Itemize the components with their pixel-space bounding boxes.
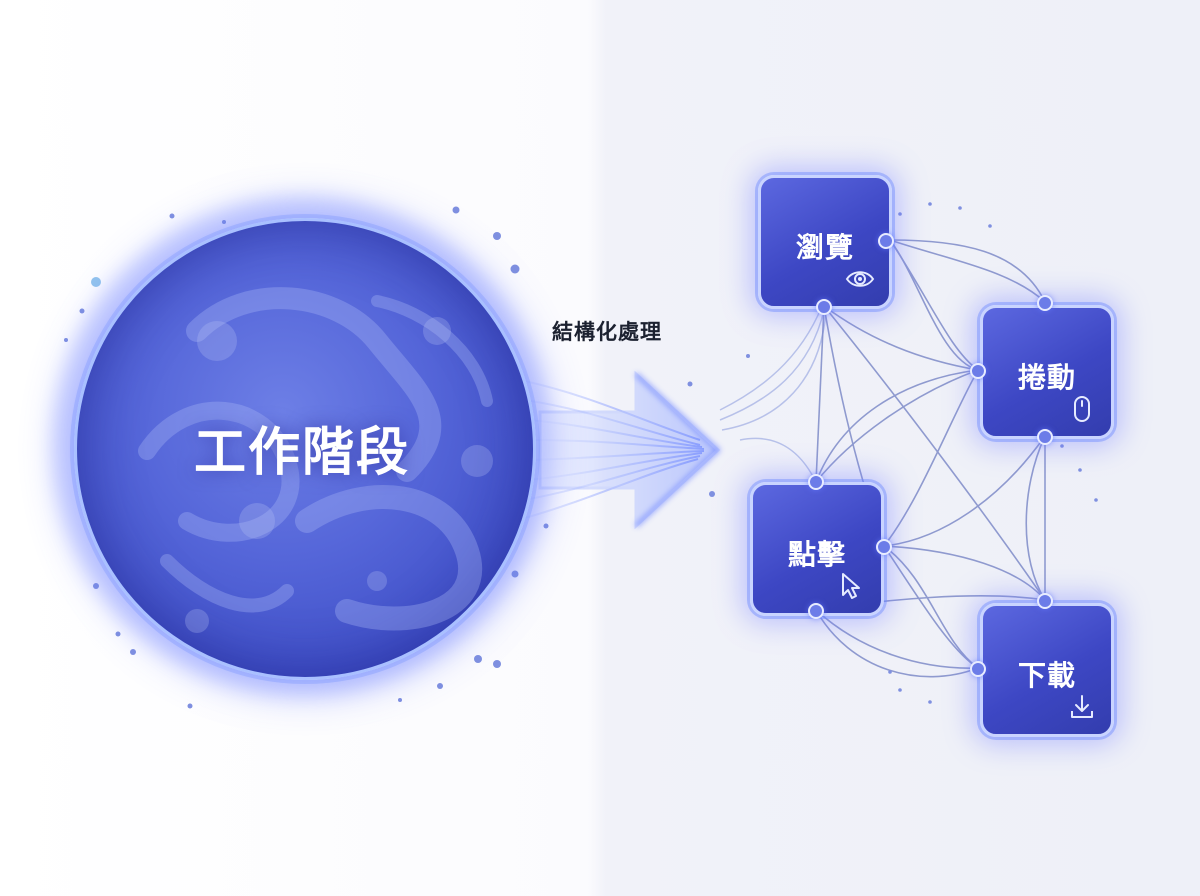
process-label: 結構化處理 [552,320,662,344]
port-click-bottom[interactable] [808,603,824,619]
port-click-right[interactable] [876,539,892,555]
node-download-label: 下載 [1017,659,1076,692]
particles [64,202,1098,709]
cursor-arrow-icon [842,573,860,599]
mouse-icon [1074,396,1090,422]
node-browse[interactable]: 瀏覽 [758,175,892,309]
port-click-top[interactable] [808,474,824,490]
node-download[interactable]: 下載 [980,603,1114,737]
port-download-top[interactable] [1037,593,1053,609]
port-browse-right[interactable] [878,233,894,249]
node-browse-label: 瀏覽 [795,231,854,264]
session-swirl-texture [138,287,493,633]
node-click[interactable]: 點擊 [750,482,884,616]
download-icon [1071,695,1093,718]
node-scroll-label: 捲動 [1017,361,1076,394]
port-scroll-top[interactable] [1037,295,1053,311]
session-circle [74,218,536,680]
eye-icon [845,271,875,287]
port-scroll-bottom[interactable] [1037,429,1053,445]
network-streams [719,305,827,483]
port-browse-bottom[interactable] [816,299,832,315]
process-arrow-outline [634,372,721,528]
port-scroll-left[interactable] [970,363,986,379]
port-download-left[interactable] [970,661,986,677]
node-connections [815,239,1046,678]
session-label: 工作階段 [193,423,410,483]
process-arrow [538,370,721,530]
node-click-label: 點擊 [787,538,846,571]
node-scroll[interactable]: 捲動 [980,305,1114,439]
